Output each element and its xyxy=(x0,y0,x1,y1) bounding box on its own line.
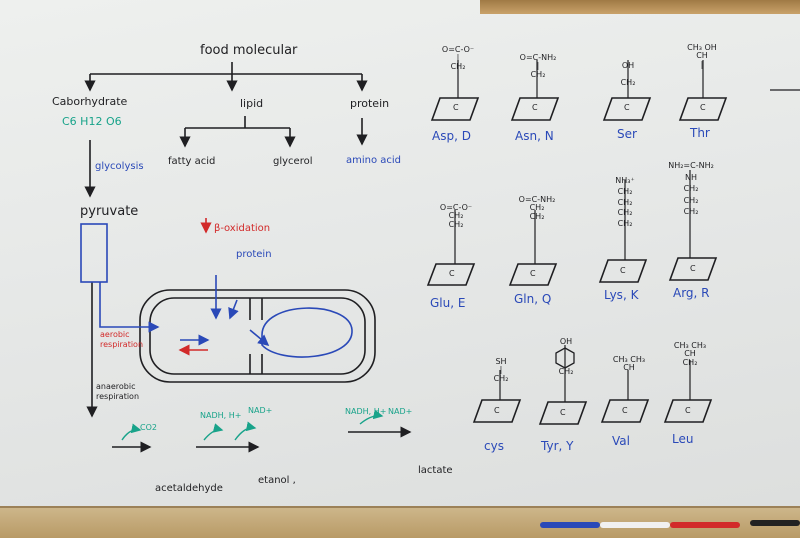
aa-cys-side: SH | CH₂ xyxy=(486,357,516,383)
aa-tyr-label: Tyr, Y xyxy=(541,439,574,453)
aa-leu-side-3: CH₂ xyxy=(682,357,698,367)
label-lactate: lactate xyxy=(418,465,453,476)
label-etanol: etanol , xyxy=(258,475,296,486)
aa-thr-side-3: | xyxy=(700,59,704,69)
label-acetaldehyde: acetaldehyde xyxy=(155,483,223,494)
label-aerobic: aerobic respiration xyxy=(100,330,143,349)
label-fatty-acid: fatty acid xyxy=(168,156,216,167)
label-protein: protein xyxy=(350,97,390,110)
aa-lys-side-5: CH₂ xyxy=(617,219,633,229)
aa-tyr-side-1: OH xyxy=(559,337,573,346)
aa-asp-side-2: | xyxy=(456,53,460,63)
aa-thr-label: Thr xyxy=(690,126,710,140)
aa-ser-side-1: OH xyxy=(621,61,635,70)
aa-lys-side-2: CH₂ xyxy=(617,186,633,196)
aa-asn-side-3: CH₂ xyxy=(530,69,546,79)
aa-tyr-side: OH ⌬ CH₂ xyxy=(552,334,580,380)
aa-arg-side: NH₂=C-NH₂ NH CH₂ CH₂ CH₂ xyxy=(664,160,718,218)
label-carb-formula: C6 H12 O6 xyxy=(62,115,122,128)
aa-thr-side: CH₃ OH CH | xyxy=(680,43,724,69)
aa-arg-side-2: NH xyxy=(685,172,697,182)
aa-gln-side-1: O=C-NH₂ xyxy=(518,195,556,204)
label-pyruvate: pyruvate xyxy=(80,204,139,219)
aa-val-label: Val xyxy=(612,434,630,448)
aa-asp-label: Asp, D xyxy=(432,129,471,143)
aa-arg-side-4: CH₂ xyxy=(683,195,699,205)
label-nad-2: NAD+ xyxy=(388,407,413,416)
label-protein-blue: protein xyxy=(236,249,272,260)
label-aerobic-2: respiration xyxy=(100,339,144,349)
aa-thr-side-2: CH xyxy=(696,51,708,61)
aa-lys-side-1: NH₃⁺ xyxy=(615,176,635,185)
aa-ser-side-2: | xyxy=(626,69,630,79)
aa-lys-label: Lys, K xyxy=(604,288,639,302)
label-glycolysis: glycolysis xyxy=(95,161,144,172)
aa-val-side-2: CH xyxy=(623,363,635,373)
aa-lys-side: NH₃⁺ CH₂ CH₂ CH₂ CH₂ xyxy=(608,176,642,230)
label-co2: CO2 xyxy=(140,423,157,432)
aa-ser-label: Ser xyxy=(617,127,637,141)
aa-leu-side: CH₃ CH₃ CH CH₂ xyxy=(668,341,712,367)
aa-arg-side-3: CH₂ xyxy=(683,184,699,194)
marker-tray xyxy=(0,506,800,538)
aa-arg-side-5: CH₂ xyxy=(683,207,699,217)
aa-asp-side-3: CH₂ xyxy=(450,61,466,71)
aa-cys-side-1: SH xyxy=(495,357,507,366)
label-nadh-2: NADH, H+ xyxy=(345,407,387,416)
label-carbohydrate: Caborhydrate xyxy=(52,95,128,108)
aa-thr-side-1: CH₃ OH xyxy=(687,43,717,52)
marker-black xyxy=(750,520,800,526)
aa-lys-side-4: CH₂ xyxy=(617,208,633,218)
label-beta-oxidation: β-oxidation xyxy=(214,223,271,234)
title-food-molecular: food molecular xyxy=(200,43,298,58)
aa-gln-label: Gln, Q xyxy=(514,292,552,306)
aa-arg-side-1: NH₂=C-NH₂ xyxy=(668,161,714,170)
board-frame xyxy=(480,0,800,14)
aa-ser-side-3: CH₂ xyxy=(620,77,636,87)
aa-glu-label: Glu, E xyxy=(430,296,466,310)
aa-gln-side-2: CH₂ xyxy=(529,203,545,213)
label-glycerol: glycerol xyxy=(273,156,313,167)
aa-ser-side: OH | CH₂ xyxy=(612,61,644,87)
aa-asp-side-1: O=C-O⁻ xyxy=(441,45,475,54)
aa-val-side: CH₃ CH₃ CH xyxy=(607,355,651,373)
label-amino-acid: amino acid xyxy=(346,155,402,166)
aa-leu-side-2: CH xyxy=(684,349,696,359)
aa-asn-side-2: | xyxy=(536,61,540,71)
aa-glu-side-3: CH₂ xyxy=(448,219,464,229)
aa-leu-side-1: CH₃ CH₃ xyxy=(673,341,707,350)
aa-tyr-side-3: CH₂ xyxy=(558,367,574,377)
aa-asp-side: O=C-O⁻ | CH₂ xyxy=(440,45,476,71)
label-aerobic-1: aerobic xyxy=(100,330,130,339)
aa-glu-side: O=C-O⁻ CH₂ CH₂ xyxy=(434,203,478,229)
label-anaerobic-1: anaerobic xyxy=(96,382,136,391)
label-nadh-1: NADH, H+ xyxy=(200,411,242,420)
marker-blue xyxy=(540,522,600,528)
aa-asn-side-1: O=C-NH₂ xyxy=(519,53,557,62)
aa-gln-side-3: CH₂ xyxy=(529,211,545,221)
label-lipid: lipid xyxy=(240,97,264,110)
aa-gln-side: O=C-NH₂ CH₂ CH₂ xyxy=(512,195,562,221)
aa-cys-label: cys xyxy=(484,439,504,453)
aa-asn-side: O=C-NH₂ | CH₂ xyxy=(515,53,561,79)
aa-val-side-1: CH₃ CH₃ xyxy=(612,355,646,364)
label-nad-1: NAD+ xyxy=(248,406,273,415)
aa-asn-label: Asn, N xyxy=(515,129,554,143)
aa-cys-side-3: CH₂ xyxy=(493,373,509,383)
marker-red xyxy=(670,522,740,528)
aa-glu-side-2: CH₂ xyxy=(448,211,464,221)
aa-glu-side-1: O=C-O⁻ xyxy=(439,203,473,212)
aa-cys-side-2: | xyxy=(499,365,503,375)
label-anaerobic-2: respiration xyxy=(96,391,140,401)
aa-arg-label: Arg, R xyxy=(673,286,710,300)
label-anaerobic: anaerobic respiration xyxy=(96,382,139,401)
aa-leu-label: Leu xyxy=(672,432,694,446)
marker-white xyxy=(600,522,670,528)
aa-lys-side-3: CH₂ xyxy=(617,197,633,207)
